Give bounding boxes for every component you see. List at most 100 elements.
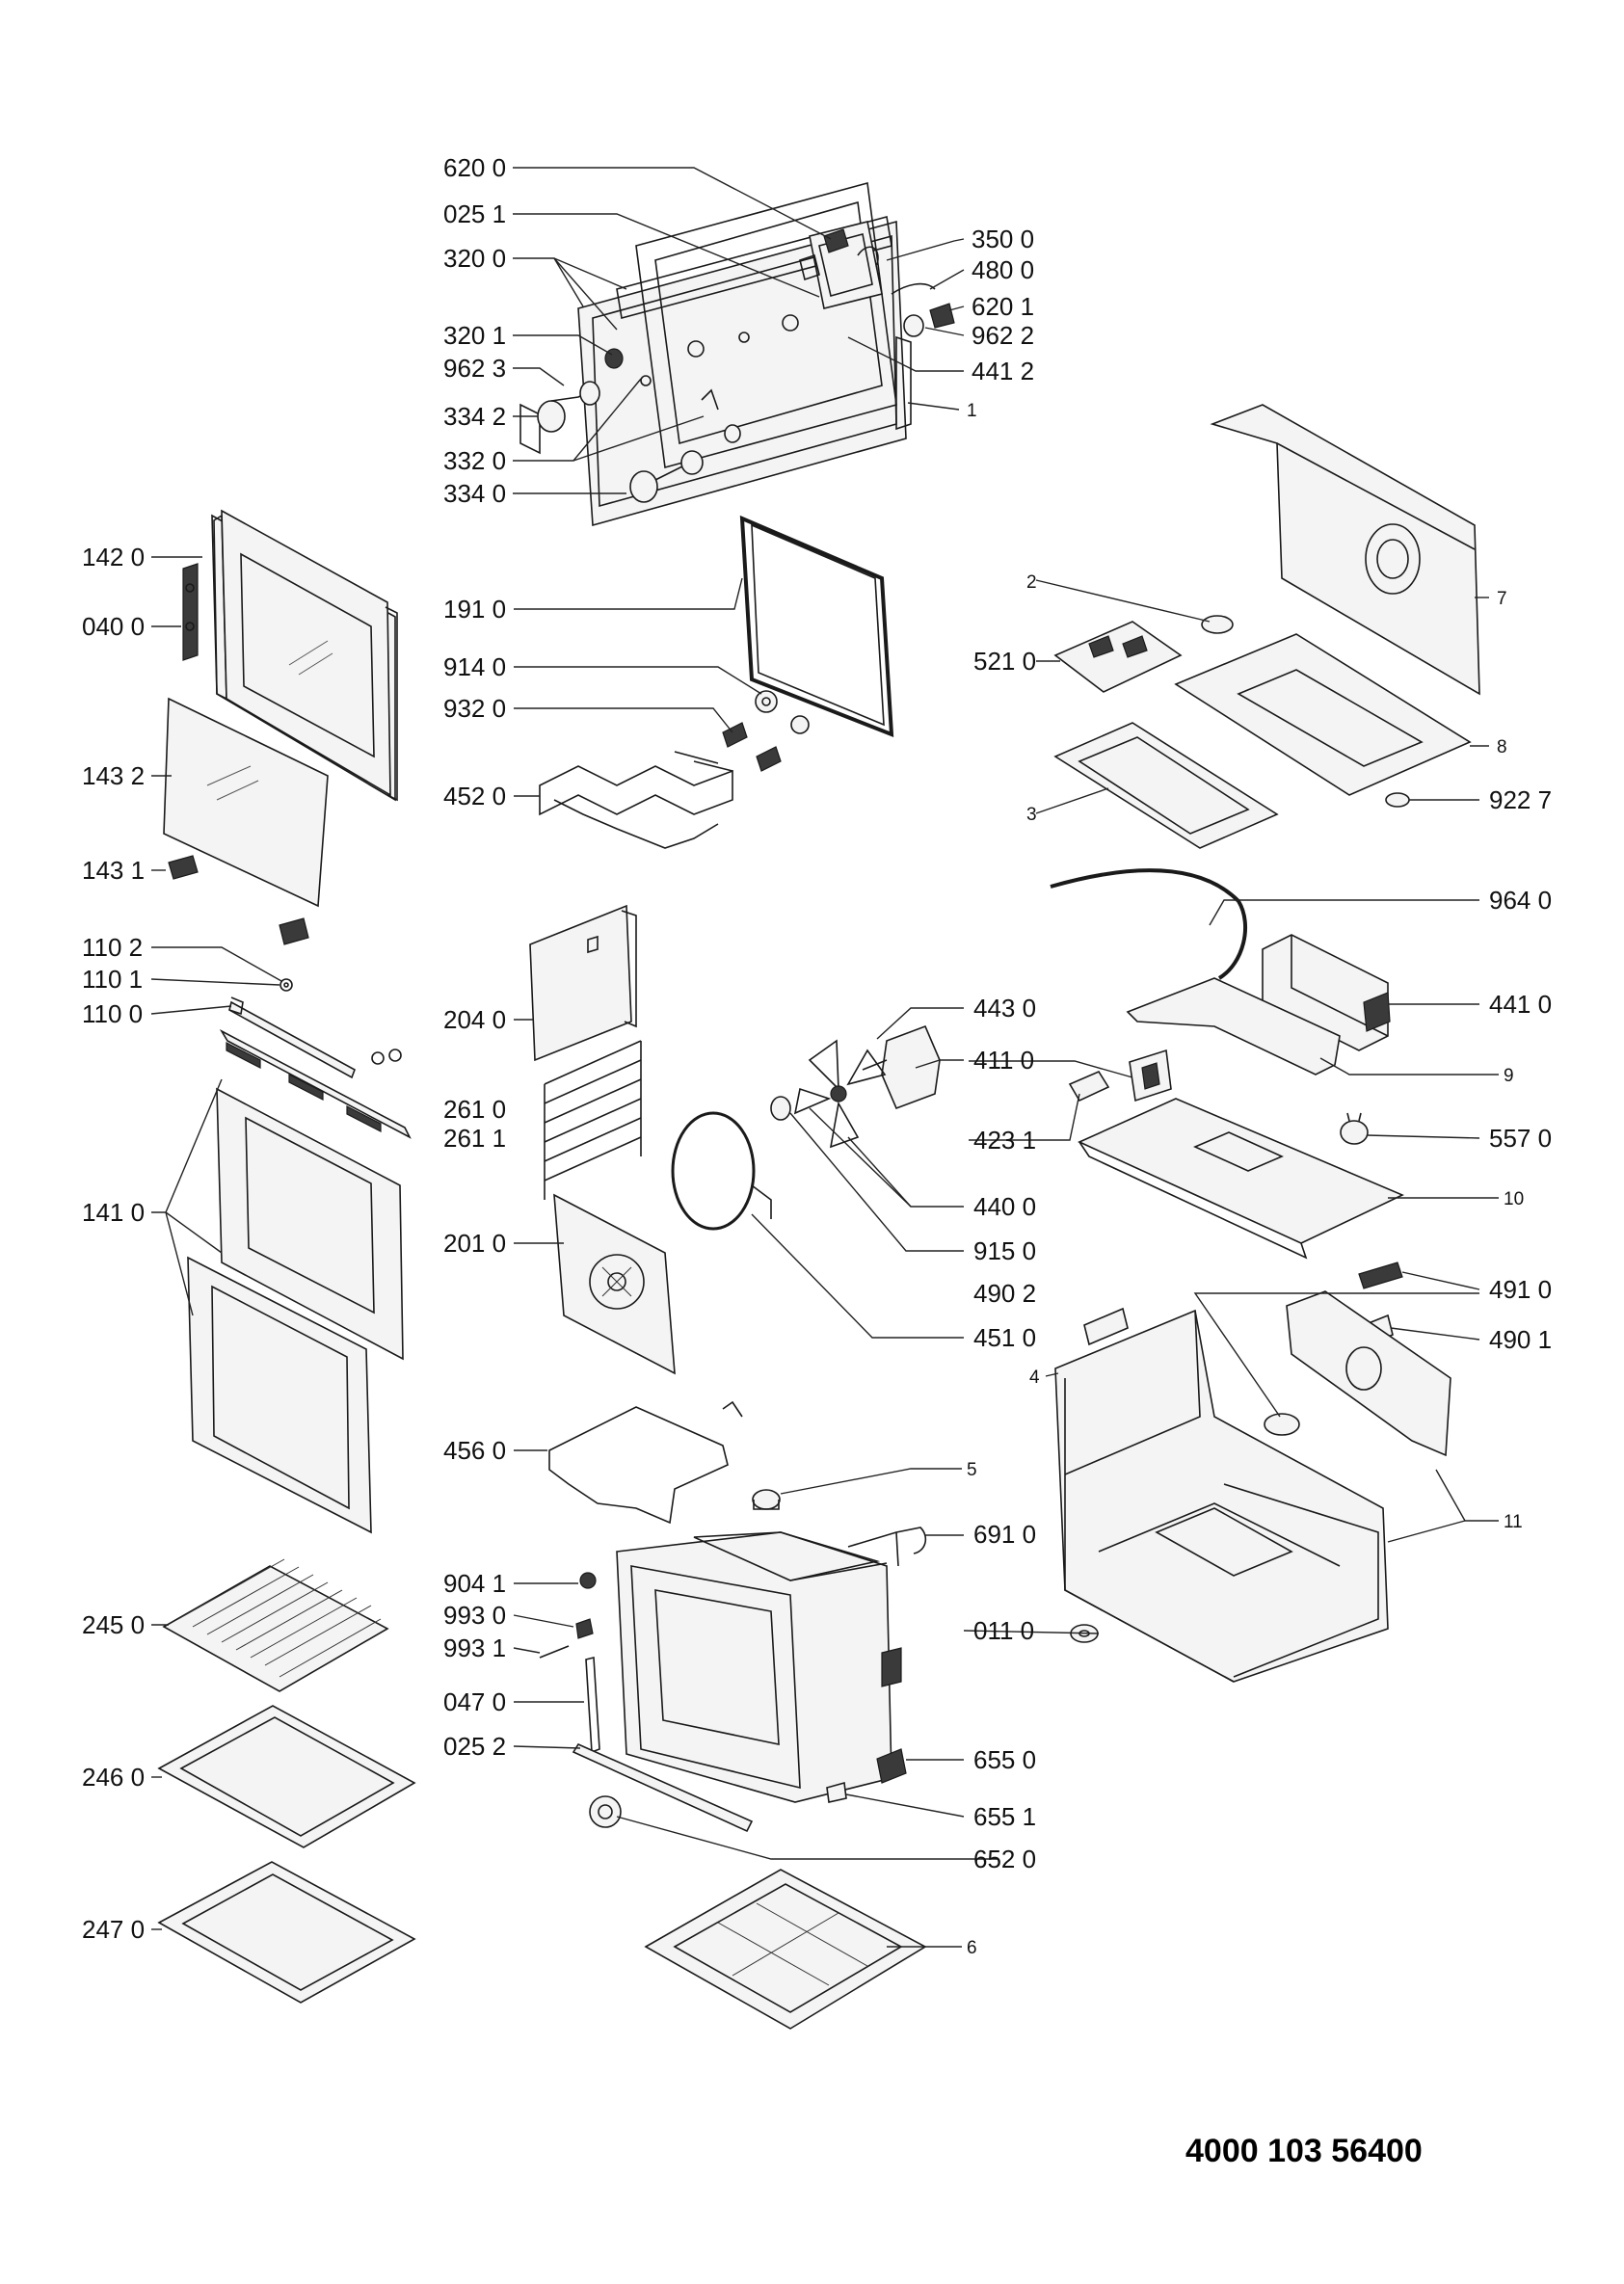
fan-motor-443-0 [862, 1024, 941, 1110]
door-seal-191-0 [739, 515, 894, 738]
relay-423-1 [1068, 1070, 1110, 1102]
door-hinge-040-0 [182, 563, 199, 661]
label-191-0: 191 0 [443, 595, 506, 624]
bottom-plate-6 [644, 1869, 927, 2030]
baking-tray-247-0 [157, 1861, 416, 2004]
springs-lamps [722, 690, 810, 772]
transformer-411-0 [1129, 1049, 1172, 1102]
label-9: 9 [1504, 1066, 1514, 1086]
label-5: 5 [967, 1460, 977, 1480]
label-962-3: 962 3 [443, 354, 506, 383]
door-outer-frame [211, 509, 398, 802]
label-490-2: 490 2 [973, 1279, 1036, 1308]
switch-620-1 [891, 282, 955, 337]
panel-3 [1053, 722, 1279, 849]
washers-110 [280, 978, 402, 1065]
pipe-691-0 [847, 1527, 927, 1567]
label-521-0: 521 0 [973, 647, 1036, 676]
door-gasket-047-0 [585, 1656, 600, 1754]
label-261-1: 261 1 [443, 1124, 506, 1153]
label-11: 11 [1504, 1512, 1523, 1532]
label-451-0: 451 0 [973, 1323, 1036, 1352]
label-491-0: 491 0 [1489, 1275, 1552, 1304]
label-245-0: 245 0 [82, 1610, 145, 1639]
tube-964-0 [1050, 868, 1248, 980]
cavity-frame-025-2 [572, 1742, 754, 1833]
baking-tray-246-0 [157, 1705, 416, 1848]
bushing-915-0 [770, 1096, 791, 1121]
label-620-1: 620 1 [972, 292, 1034, 321]
switch-620-0 [799, 228, 849, 281]
cable-480-0 [857, 246, 879, 266]
switch-small [604, 348, 719, 411]
label-334-0: 334 0 [443, 479, 506, 508]
label-8: 8 [1497, 737, 1507, 757]
grill-element-452-0 [539, 751, 733, 849]
knob-left [537, 381, 600, 433]
label-204-0: 204 0 [443, 1005, 506, 1034]
label-452-0: 452 0 [443, 782, 506, 810]
label-350-0: 350 0 [972, 225, 1034, 253]
washer-922-7 [1385, 792, 1410, 808]
side-bracket-11 [1286, 1290, 1451, 1457]
label-962-2: 962 2 [972, 321, 1034, 350]
label-320-1: 320 1 [443, 321, 506, 350]
label-441-0: 441 0 [1489, 990, 1552, 1019]
label-011-0: 011 0 [973, 1616, 1034, 1645]
label-201-0: 201 0 [443, 1229, 506, 1258]
label-655-0: 655 0 [973, 1745, 1036, 1774]
bracket-9 [1126, 977, 1341, 1076]
label-655-1: 655 1 [973, 1802, 1036, 1831]
leader-lines [150, 167, 1499, 1948]
label-993-1: 993 1 [443, 1633, 506, 1662]
control-panel-frame [616, 215, 892, 320]
label-143-2: 143 2 [82, 761, 145, 790]
label-110-1: 110 1 [82, 965, 143, 994]
label-261-0: 261 0 [443, 1095, 506, 1124]
label-652-0: 652 0 [973, 1845, 1036, 1873]
thermostat-652-0 [589, 1795, 622, 1828]
top-panel-8 [1174, 633, 1472, 796]
knob-right [629, 424, 741, 503]
label-143-1: 143 1 [82, 856, 145, 885]
label-443-0: 443 0 [973, 994, 1036, 1022]
label-047-0: 047 0 [443, 1687, 506, 1716]
part-labels: 620 0 025 1 320 0 320 1 962 3 334 2 332 … [82, 153, 1552, 1958]
label-332-0: 332 0 [443, 446, 506, 475]
label-110-0: 110 0 [82, 999, 143, 1028]
control-panel-assembly [519, 181, 955, 527]
label-040-0: 040 0 [82, 612, 145, 641]
label-932-0: 932 0 [443, 694, 506, 723]
connector-490-2 [1083, 1307, 1300, 1436]
label-2: 2 [1026, 572, 1037, 593]
label-246-0: 246 0 [82, 1763, 145, 1792]
door-window [240, 552, 375, 758]
label-3: 3 [1026, 805, 1037, 825]
door-inner-glass [163, 697, 329, 908]
fan-blade-440-0 [793, 1039, 887, 1149]
switch-655 [826, 1748, 907, 1803]
label-110-2: 110 2 [82, 933, 143, 962]
rear-panel-204-0 [529, 904, 637, 1062]
label-320-0: 320 0 [443, 244, 506, 273]
label-620-0: 620 0 [443, 153, 506, 182]
label-480-0: 480 0 [972, 255, 1034, 284]
door-handle-110-0 [228, 996, 356, 1079]
label-456-0: 456 0 [443, 1436, 506, 1465]
label-6: 6 [967, 1938, 977, 1958]
label-922-7: 922 7 [1489, 785, 1552, 814]
glass-bracket-143-1 [168, 855, 309, 945]
label-993-0: 993 0 [443, 1601, 506, 1630]
circular-element-451-0 [671, 1111, 772, 1231]
terminal-491-0 [1358, 1262, 1403, 1289]
label-142-0: 142 0 [82, 543, 145, 571]
label-490-1: 490 1 [1489, 1325, 1552, 1354]
wire-rack-245-0 [162, 1558, 389, 1692]
door-141-0 [187, 1028, 412, 1534]
label-411-0: 411 0 [973, 1046, 1034, 1075]
label-141-0: 141 0 [82, 1198, 145, 1227]
lamp-5 [752, 1489, 781, 1510]
label-915-0: 915 0 [973, 1236, 1036, 1265]
label-4: 4 [1029, 1368, 1040, 1388]
